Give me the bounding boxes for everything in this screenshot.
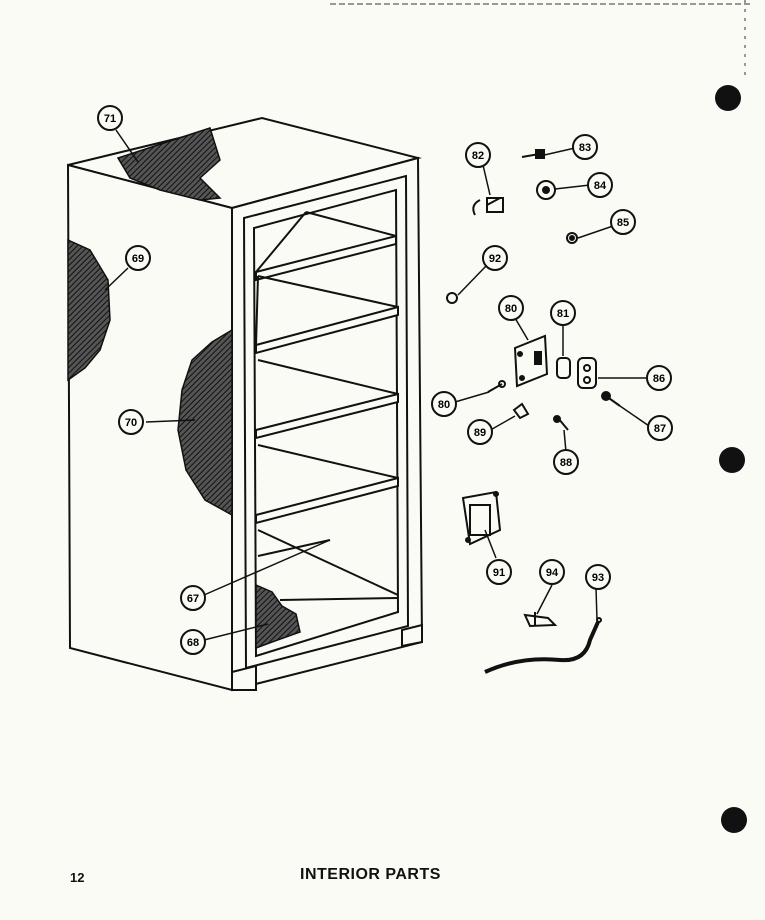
svg-text:69: 69 [132, 253, 144, 265]
callout-80-lower: 80 [431, 391, 457, 417]
callout-83: 83 [572, 134, 598, 160]
svg-text:89: 89 [474, 427, 486, 439]
scan-artifacts [330, 0, 750, 833]
svg-text:93: 93 [592, 572, 604, 584]
callout-82-top: 82 [465, 142, 491, 168]
svg-text:86: 86 [653, 373, 665, 385]
callout-94: 94 [539, 559, 565, 585]
latch-part-94 [523, 612, 558, 628]
shelf-1 [255, 234, 397, 282]
shelf-4 [255, 476, 399, 525]
svg-text:80: 80 [505, 303, 517, 315]
callout-87: 87 [647, 415, 673, 441]
insulation-back [177, 328, 233, 517]
svg-text:81: 81 [557, 308, 569, 320]
svg-text:82: 82 [472, 150, 484, 162]
svg-text:85: 85 [617, 217, 629, 229]
screw-part-88 [553, 415, 569, 431]
screw-part-83 [521, 149, 546, 159]
washer-part-89 [512, 402, 530, 420]
callout-93: 93 [585, 564, 611, 590]
page-footer: 12 INTERIOR PARTS [0, 862, 765, 892]
bracket-part-91 [461, 490, 502, 546]
shelf-2 [255, 305, 399, 355]
knob-part-84 [536, 180, 556, 200]
svg-text:68: 68 [187, 637, 199, 649]
callouts: 71 69 70 67 68 82 83 84 85 92 80 81 86 8… [97, 105, 673, 655]
callout-91: 91 [486, 559, 512, 585]
cabinet-left-foot [231, 664, 257, 691]
spacer-part-81 [556, 357, 571, 379]
callout-88: 88 [553, 449, 579, 475]
insulation-bottom [255, 583, 301, 650]
callout-89: 89 [467, 419, 493, 445]
callout-71: 71 [97, 105, 123, 131]
callout-70: 70 [118, 409, 144, 435]
cabinet-door-opening [242, 174, 410, 670]
binder-hole-top [715, 85, 741, 111]
callout-67: 67 [180, 585, 206, 611]
callout-85: 85 [610, 209, 636, 235]
screw-part-87 [601, 391, 621, 407]
shelf-3 [255, 392, 399, 440]
binder-hole-bottom [721, 807, 747, 833]
insulation-top [116, 127, 222, 201]
svg-text:87: 87 [654, 423, 666, 435]
callout-69: 69 [125, 245, 151, 271]
svg-text:94: 94 [546, 567, 559, 579]
clip-part-92 [446, 292, 458, 304]
callout-68: 68 [180, 629, 206, 655]
pin-part-90 [487, 380, 506, 393]
svg-text:71: 71 [104, 113, 116, 125]
cabinet-right-foot [401, 623, 423, 648]
hinge-plate-part-80 [513, 334, 549, 388]
binder-hole-middle [719, 447, 745, 473]
cabinet-inner-liner [252, 188, 400, 658]
nut-part-85 [566, 232, 578, 244]
small-parts [446, 149, 621, 674]
svg-text:83: 83 [579, 142, 591, 154]
thermostat-bracket-part [472, 197, 504, 216]
svg-text:84: 84 [594, 180, 607, 192]
diagram-title: INTERIOR PARTS [300, 866, 441, 883]
svg-text:88: 88 [560, 457, 572, 469]
insulation-cutaways [67, 127, 301, 650]
svg-text:70: 70 [125, 417, 137, 429]
svg-text:80: 80 [438, 399, 450, 411]
callout-81: 81 [550, 300, 576, 326]
callout-leaders [104, 129, 653, 641]
svg-text:92: 92 [489, 253, 501, 265]
svg-text:67: 67 [187, 593, 199, 605]
callout-80-upper: 80 [498, 295, 524, 321]
svg-text:91: 91 [493, 567, 505, 579]
interior-shelves [255, 211, 399, 601]
callout-84: 84 [587, 172, 613, 198]
callout-92: 92 [482, 245, 508, 271]
insulation-side [67, 238, 111, 382]
hinge-part-86 [577, 357, 597, 389]
page-number: 12 [70, 870, 85, 885]
callout-86: 86 [646, 365, 672, 391]
